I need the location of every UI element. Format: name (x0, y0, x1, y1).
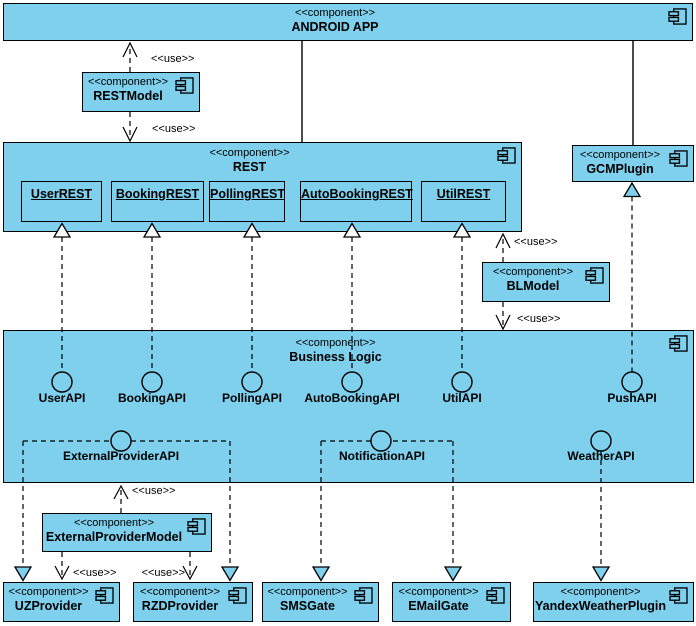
component-external-provider-model[interactable]: <<component>> ExternalProviderModel (42, 513, 212, 552)
component-name: ANDROID APP (291, 20, 379, 34)
interface-label-autobookingapi: AutoBookingAPI (304, 391, 400, 405)
interface-label-utilapi: UtilAPI (442, 391, 482, 405)
component-icon (95, 587, 114, 604)
component-name: UZProvider (14, 599, 83, 613)
interface-label-userapi: UserAPI (38, 391, 86, 405)
open-arrowhead-icon (495, 314, 511, 331)
component-email-gate[interactable]: <<component>> EMailGate (392, 582, 511, 622)
component-rzd-provider[interactable]: <<component>> RZDProvider (133, 582, 253, 622)
class-name: AutoBookingREST (301, 187, 413, 201)
component-rest[interactable]: <<component>> REST UserREST BookingREST … (3, 142, 522, 232)
component-name: GCMPlugin (586, 162, 654, 176)
use-label: <<use>> (152, 123, 195, 135)
component-name: ExternalProviderModel (45, 530, 183, 544)
class-polling-rest[interactable]: PollingREST (209, 181, 285, 222)
component-name: BLModel (506, 279, 560, 293)
blue-triangle-icon (591, 566, 611, 582)
component-bl-model[interactable]: <<component>> BLModel (482, 262, 610, 302)
component-rest-model[interactable]: <<component>> RESTModel (82, 72, 200, 112)
class-name: UserREST (30, 187, 93, 201)
class-auto-booking-rest[interactable]: AutoBookingREST (300, 181, 413, 222)
component-gcm-plugin[interactable]: <<component>> GCMPlugin (572, 145, 694, 182)
stereotype-label: <<component>> (492, 266, 574, 278)
component-icon (497, 147, 516, 164)
interface-label-pollingapi: PollingAPI (222, 391, 282, 405)
component-name: EMailGate (408, 599, 469, 613)
component-sms-gate[interactable]: <<component>> SMSGate (262, 582, 379, 622)
class-user-rest[interactable]: UserREST (21, 181, 102, 222)
component-name: SMSGate (280, 599, 335, 613)
stereotype-label: <<component>> (209, 147, 290, 159)
component-icon (486, 587, 505, 604)
component-icon (187, 518, 206, 535)
blue-triangle-icon (443, 566, 463, 582)
interface-label-externalproviderapi: ExternalProviderAPI (62, 449, 180, 463)
use-label: <<use>> (142, 567, 185, 579)
edge-blmodel-use-rest: <<use>> (495, 232, 557, 262)
component-uz-provider[interactable]: <<component>> UZProvider (3, 582, 120, 622)
class-name: BookingREST (115, 187, 200, 201)
component-icon (668, 8, 687, 25)
edge-epmodel-use-uzprovider: <<use>> (54, 552, 116, 581)
open-arrowhead-icon (495, 232, 511, 249)
blue-triangle-icon (622, 181, 642, 198)
use-label: <<use>> (514, 236, 557, 248)
component-name: RZDProvider (141, 599, 219, 613)
class-name: UtilREST (436, 187, 491, 201)
edge-epmodel-use-externalproviderapi: <<use>> (113, 484, 175, 513)
open-arrowhead-icon (113, 484, 129, 500)
edge-restmodel-use-androidapp: <<use>> (122, 41, 194, 72)
component-icon (669, 587, 688, 604)
stereotype-label: <<component>> (267, 586, 348, 598)
stereotype-label: <<component>> (579, 149, 661, 161)
interface-label-weatherapi: WeatherAPI (567, 449, 635, 463)
component-icon (585, 267, 604, 284)
class-util-rest[interactable]: UtilREST (421, 181, 506, 222)
open-arrowhead-icon (54, 565, 70, 581)
stereotype-label: <<component>> (295, 337, 376, 349)
component-business-logic[interactable]: <<component>> Business Logic UserAPI Boo… (3, 330, 694, 483)
use-label: <<use>> (517, 313, 560, 325)
component-android-app[interactable]: <<component>> ANDROID APP (3, 3, 693, 41)
edge-epmodel-use-rzdprovider: <<use>> (142, 552, 198, 581)
interface-label-pushapi: PushAPI (607, 391, 657, 405)
use-label: <<use>> (73, 567, 116, 579)
class-booking-rest[interactable]: BookingREST (111, 181, 204, 222)
component-icon (228, 587, 247, 604)
component-name: REST (232, 160, 267, 174)
use-label: <<use>> (151, 53, 194, 65)
interface-label-notificationapi: NotificationAPI (339, 449, 425, 463)
stereotype-label: <<component>> (560, 586, 641, 598)
component-yandex-weather-plugin[interactable]: <<component>> YandexWeatherPlugin (533, 582, 694, 622)
component-name: YandexWeatherPlugin (534, 599, 667, 613)
blue-triangle-icon (220, 566, 240, 582)
open-arrowhead-icon (182, 565, 198, 581)
edge-restmodel-use-rest: <<use>> (122, 112, 195, 143)
stereotype-label: <<component>> (398, 586, 479, 598)
component-icon (669, 335, 688, 352)
class-name: PollingREST (210, 187, 285, 201)
component-name: RESTModel (93, 89, 163, 103)
edge-blmodel-use-businesslogic: <<use>> (495, 302, 560, 331)
component-icon (354, 587, 373, 604)
blue-triangle-icon (311, 566, 331, 582)
stereotype-label: <<component>> (294, 7, 376, 19)
use-label: <<use>> (132, 485, 175, 497)
open-arrowhead-icon (122, 126, 138, 143)
stereotype-label: <<component>> (8, 586, 89, 598)
stereotype-label: <<component>> (73, 517, 155, 529)
component-name: Business Logic (289, 350, 382, 364)
stereotype-label: <<component>> (139, 586, 221, 598)
component-icon (669, 150, 688, 167)
blue-triangle-icon (13, 566, 33, 582)
stereotype-label: <<component>> (87, 76, 169, 88)
interface-label-bookingapi: BookingAPI (118, 391, 186, 405)
component-icon (175, 77, 194, 94)
open-arrowhead-icon (122, 41, 138, 58)
